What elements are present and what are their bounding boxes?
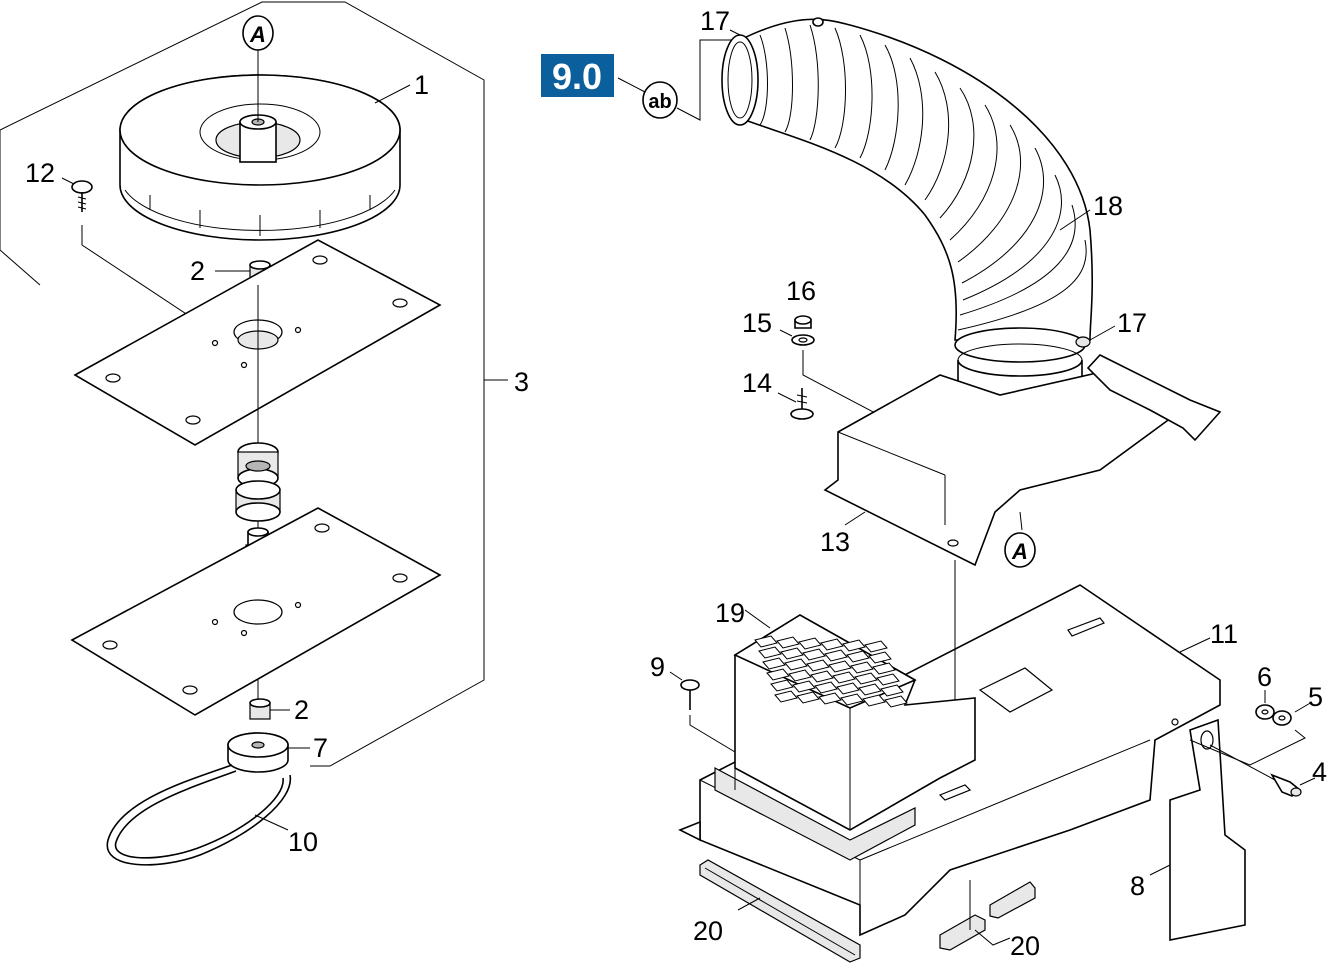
reference-badge-label: 9.0: [552, 56, 602, 97]
callout-15: 15: [742, 308, 772, 338]
callout-16: 16: [786, 276, 816, 306]
callout-14: 14: [742, 368, 772, 398]
skids-part-20: [699, 859, 1036, 963]
callout-2-lower: 2: [294, 695, 309, 725]
filter-cell: [758, 646, 782, 659]
callout-6: 6: [1257, 662, 1272, 692]
filter-cell: [864, 640, 888, 653]
callout-9: 9: [650, 652, 665, 682]
filter-cell: [842, 639, 866, 652]
filter-cell: [792, 680, 816, 693]
filter-cell: [788, 669, 812, 682]
filter-cell: [836, 682, 860, 695]
filter-cell: [810, 670, 834, 683]
callout-labels: 1 2 2 3 4 5 6 7 8 9 10 11 12 13 14 15 16…: [25, 6, 1327, 961]
callout-8: 8: [1130, 871, 1145, 901]
callout-20-left: 20: [693, 916, 723, 946]
filter-cell: [798, 637, 822, 650]
filter-cell: [818, 692, 842, 705]
filter-cell: [876, 673, 900, 686]
filter-cell: [770, 679, 794, 692]
filter-cell: [846, 650, 870, 663]
fasteners-4-5-6: [1189, 690, 1316, 797]
filter-grid: [754, 635, 908, 708]
callout-1: 1: [414, 70, 429, 100]
callout-7: 7: [313, 733, 328, 763]
marker-a-top-label: A: [249, 22, 266, 47]
filter-cell: [862, 694, 886, 707]
callout-13: 13: [820, 527, 850, 557]
callout-5: 5: [1308, 682, 1323, 712]
lower-plate: [70, 507, 442, 716]
callout-17-top: 17: [700, 6, 730, 36]
callout-4: 4: [1312, 757, 1327, 787]
callout-3: 3: [514, 367, 529, 397]
filter-cell: [754, 635, 778, 648]
bracket-part-8: [1149, 718, 1246, 941]
filter-cell: [828, 660, 852, 673]
callout-2-upper: 2: [190, 256, 205, 286]
marker-ab-label: ab: [648, 91, 671, 113]
callout-17-right: 17: [1117, 308, 1147, 338]
marker-ab: ab: [642, 39, 738, 121]
reference-badge: 9.0: [541, 54, 646, 97]
filter-cell: [880, 684, 904, 697]
callout-12: 12: [25, 158, 55, 188]
callout-18: 18: [1093, 191, 1123, 221]
filter-cell: [796, 691, 820, 704]
bearing-stack: [235, 285, 281, 705]
pulley-part-7: [227, 732, 310, 773]
callout-11: 11: [1210, 619, 1238, 649]
filter-cell: [802, 648, 826, 661]
callout-19: 19: [715, 598, 745, 628]
filter-cell: [766, 668, 790, 681]
filter-cell: [840, 693, 864, 706]
filter-block-part-19: [714, 609, 976, 861]
marker-a-bottom: A: [1004, 532, 1036, 568]
housing-plate-13: [823, 354, 1222, 567]
marker-a-bottom-label: A: [1011, 539, 1028, 564]
flexible-hose-part-18: [721, 17, 1094, 341]
filter-cell: [854, 672, 878, 685]
filter-cell: [858, 683, 882, 696]
filter-cell: [884, 695, 908, 708]
filter-cell: [850, 661, 874, 674]
filter-cell: [820, 638, 844, 651]
filter-cell: [762, 657, 786, 670]
filter-cell: [784, 658, 808, 671]
filter-cell: [824, 649, 848, 662]
v-belt-part-10: [106, 764, 292, 866]
callout-20-right: 20: [1010, 931, 1040, 961]
filter-cell: [780, 647, 804, 660]
filter-cell: [814, 681, 838, 694]
filter-cell: [806, 659, 830, 672]
screw-part-9: [669, 671, 736, 790]
marker-a-top: A: [242, 15, 274, 122]
filter-cell: [776, 636, 800, 649]
callout-10: 10: [288, 827, 318, 857]
bushing-part-2-lower: [249, 698, 290, 720]
filter-cell: [872, 662, 896, 675]
filter-cell: [868, 651, 892, 664]
assembly-bracket-3: [0, 1, 508, 767]
impeller-part-1: [119, 74, 401, 241]
filter-cell: [774, 690, 798, 703]
filter-cell: [832, 671, 856, 684]
